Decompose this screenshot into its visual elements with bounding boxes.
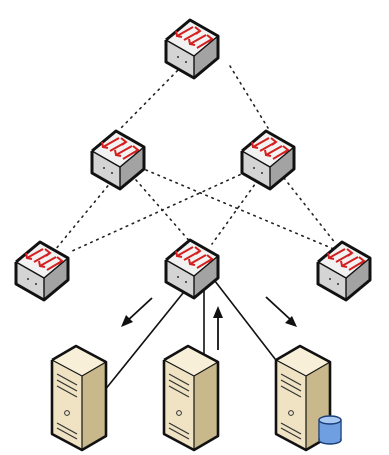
- link-midright-bottomcenter: [211, 179, 259, 245]
- link-midleft-bottomcenter: [135, 179, 193, 245]
- flow-arrows: [121, 296, 297, 350]
- link-midright-bottomright: [283, 177, 337, 245]
- dotted-links: [54, 65, 337, 253]
- link-top-midright: [229, 65, 269, 129]
- link-midleft-bottomleft: [54, 175, 117, 251]
- switch-icon[interactable]: [240, 129, 296, 191]
- switch-icon[interactable]: [316, 240, 372, 302]
- link-midright-bottomleft: [69, 171, 247, 253]
- switch-icon[interactable]: [14, 240, 70, 302]
- switch-icon[interactable]: [164, 238, 220, 300]
- server-icon[interactable]: [50, 344, 108, 452]
- database-icon: [318, 415, 342, 445]
- link-top-midleft: [120, 65, 183, 129]
- arrow-from-center-server: [213, 306, 223, 350]
- link-to-server-left: [91, 271, 201, 407]
- arrow-to-left-server: [121, 297, 153, 327]
- server-icon[interactable]: [162, 344, 220, 452]
- arrow-to-right-server: [265, 296, 297, 327]
- switch-icon[interactable]: [164, 18, 220, 80]
- link-midleft-bottomright: [145, 169, 337, 251]
